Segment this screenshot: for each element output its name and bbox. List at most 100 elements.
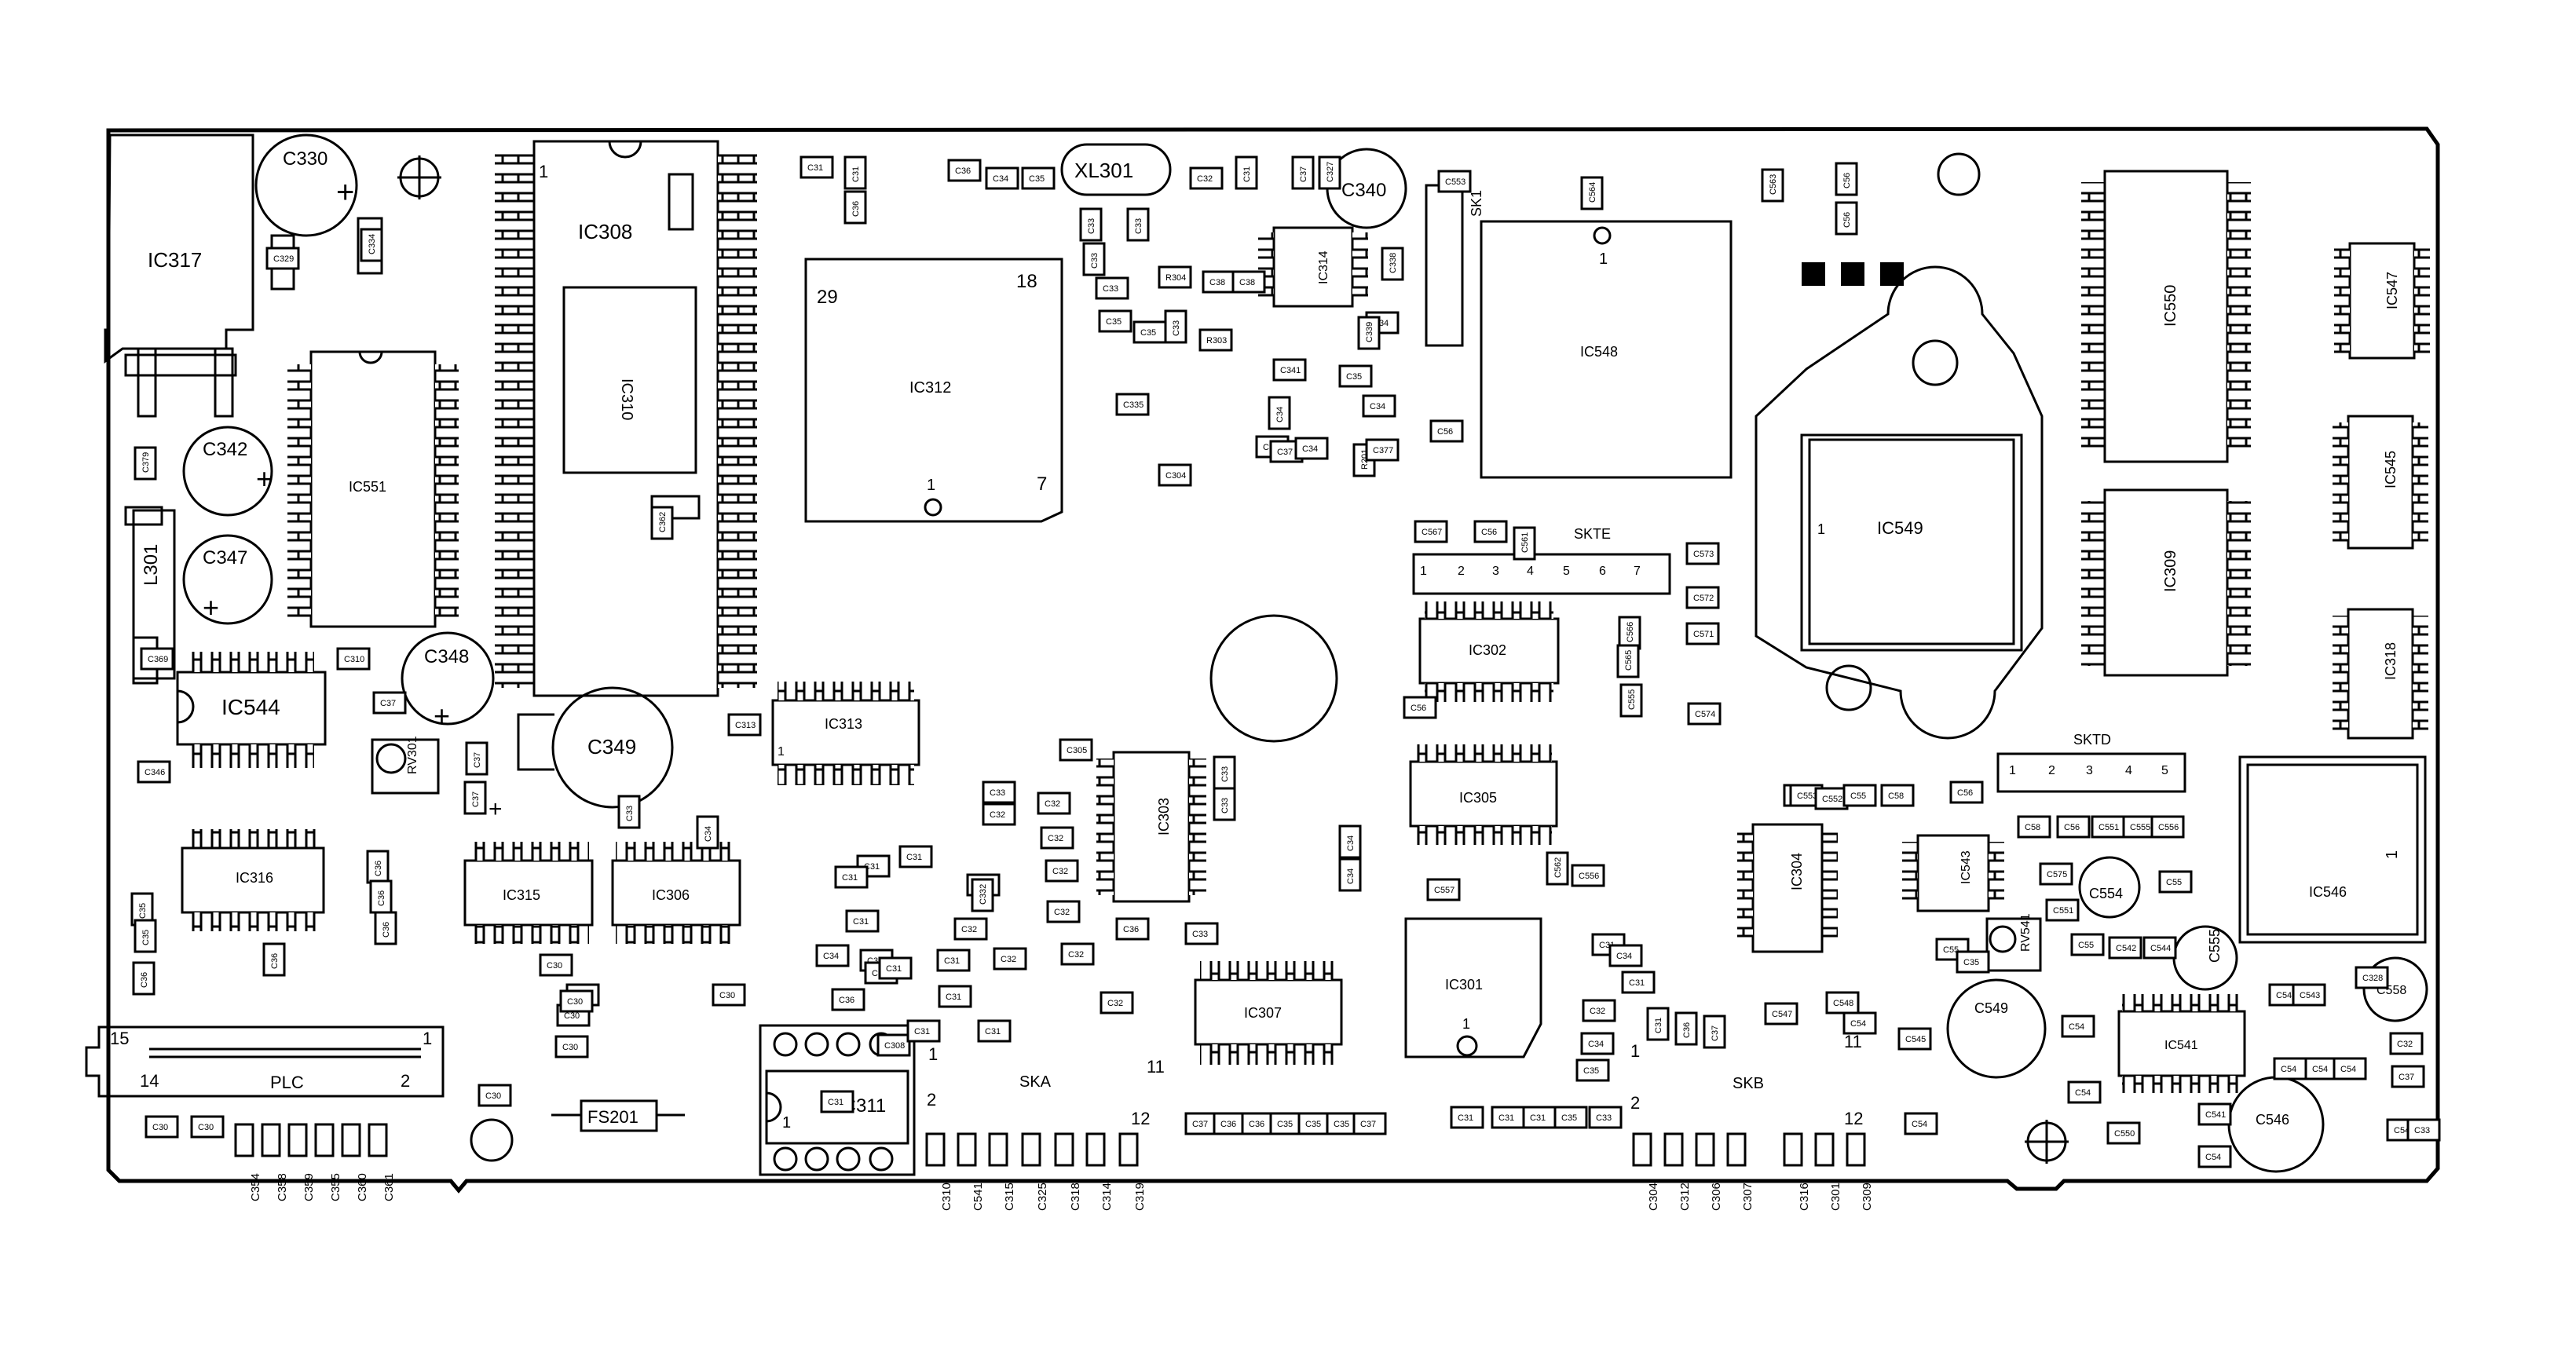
small-part-label: C30 — [567, 997, 583, 1007]
small-part-166: C30 — [712, 983, 746, 1007]
small-part-185: C31 — [1235, 155, 1258, 190]
small-part-label: C37 — [473, 752, 482, 768]
small-part-label: C32 — [1045, 799, 1060, 809]
svg-text:3: 3 — [1492, 565, 1499, 578]
connector-plc: 15 1 14 2 PLC — [85, 1025, 445, 1098]
svg-text:IC548: IC548 — [1580, 344, 1618, 360]
small-part-165: C30 — [539, 953, 573, 977]
small-part-label: C56 — [1437, 427, 1453, 437]
small-part-133: C575 — [2039, 862, 2073, 886]
small-part-77: C33 — [1213, 787, 1236, 821]
svg-text:IC549: IC549 — [1877, 518, 1923, 538]
small-part-42: C304 — [1158, 463, 1192, 487]
svg-text:PLC: PLC — [270, 1073, 304, 1092]
small-part-label: C308 — [884, 1041, 905, 1051]
small-part-label: C54 — [1912, 1120, 1927, 1129]
small-part-49: C37 — [465, 741, 488, 776]
small-part-40: C334 — [360, 228, 383, 262]
capacitor-c555: C555 — [2172, 925, 2238, 991]
svg-text:IC314: IC314 — [1317, 250, 1330, 284]
svg-text:IC313: IC313 — [825, 716, 862, 732]
small-part-label: C36 — [270, 953, 280, 969]
small-part-label: C32 — [1048, 834, 1063, 843]
small-part-93: C31 — [834, 865, 869, 889]
small-part-label: C33 — [1596, 1113, 1612, 1123]
small-part-183: C35 — [1021, 166, 1056, 190]
small-part-label: C30 — [562, 1043, 578, 1052]
small-part-52: C36 — [366, 850, 390, 884]
small-part-label: C33 — [1134, 218, 1143, 234]
small-part-67: C566 — [1618, 616, 1641, 650]
svg-text:C555: C555 — [2207, 929, 2223, 963]
small-part-161: C33 — [982, 781, 1016, 804]
svg-text:5: 5 — [1563, 565, 1570, 578]
svg-text:C315: C315 — [1003, 1183, 1016, 1211]
small-part-label: C551 — [2098, 823, 2119, 832]
small-part-label: C34 — [1588, 1040, 1604, 1049]
small-part-62: C561 — [1513, 526, 1536, 561]
small-part-139: C542 — [2108, 936, 2142, 960]
small-part-label: C36 — [140, 972, 149, 988]
bottom-cap-row-mid: C310 C541 C315 C325 C318 C314 C319 — [925, 1132, 1147, 1211]
small-part-21: C35 — [1132, 320, 1167, 344]
small-part-label: C54 — [2075, 1088, 2091, 1098]
svg-text:SKA: SKA — [1019, 1073, 1052, 1091]
small-part-184: C32 — [1189, 166, 1224, 190]
large-hole — [1209, 614, 1338, 743]
ic305: IC305 — [1409, 744, 1558, 845]
small-part-label: C556 — [2158, 823, 2179, 832]
svg-text:C307: C307 — [1741, 1183, 1755, 1211]
small-part-178: C31 — [800, 155, 834, 179]
small-part-label: C572 — [1693, 594, 1714, 603]
svg-text:C309: C309 — [1861, 1183, 1874, 1211]
svg-text:C355: C355 — [329, 1173, 342, 1201]
small-part-106: C31 — [1621, 971, 1656, 994]
small-part-label: C54 — [2394, 1126, 2410, 1135]
small-part-label: C31 — [944, 956, 960, 966]
svg-text:4: 4 — [1527, 565, 1534, 578]
small-part-35: C564 — [1580, 176, 1604, 210]
svg-text:C546: C546 — [2256, 1112, 2289, 1128]
svg-text:IC544: IC544 — [221, 695, 280, 719]
small-part-70: C56 — [1403, 696, 1437, 719]
small-part-61: C56 — [1473, 520, 1508, 543]
marker-square-1 — [1802, 262, 1825, 286]
small-part-164: C308 — [876, 1033, 911, 1057]
small-part-124: C552 — [1814, 787, 1849, 810]
svg-text:IC301: IC301 — [1445, 977, 1483, 993]
svg-text:C340: C340 — [1341, 180, 1386, 201]
small-part-label: C34 — [1346, 868, 1356, 884]
small-part-80: C34 — [1338, 857, 1362, 892]
small-part-label: C31 — [1530, 1113, 1546, 1123]
small-part-label: C37 — [1360, 1120, 1376, 1129]
svg-text:IC309: IC309 — [2162, 550, 2179, 592]
small-part-126: C58 — [1880, 784, 1915, 807]
svg-text:2: 2 — [1630, 1093, 1640, 1113]
small-part-145: C54 — [1842, 1011, 1877, 1035]
small-part-label: C305 — [1067, 746, 1087, 755]
small-part-label: C553 — [1445, 177, 1465, 187]
svg-text:1: 1 — [778, 745, 785, 759]
svg-text:1: 1 — [1599, 250, 1608, 268]
small-part-label: C58 — [1888, 791, 1904, 801]
svg-text:5: 5 — [2161, 764, 2168, 777]
svg-text:IC316: IC316 — [236, 870, 273, 886]
small-part-76: C33 — [1213, 755, 1236, 790]
small-part-153: C54 — [2273, 1057, 2307, 1080]
small-part-168: C30 — [554, 1035, 589, 1058]
small-part-110: C37 — [1184, 1112, 1219, 1135]
small-part-label: C564 — [1588, 182, 1597, 203]
svg-text:1: 1 — [782, 1114, 791, 1131]
svg-text:IC308: IC308 — [578, 220, 632, 243]
svg-text:12: 12 — [1844, 1109, 1863, 1128]
svg-text:IC550: IC550 — [2162, 285, 2179, 327]
small-part-label: C56 — [2064, 823, 2080, 832]
svg-text:1: 1 — [423, 1029, 432, 1048]
small-part-label: C35 — [1346, 372, 1362, 382]
small-part-label: C54 — [2281, 1065, 2296, 1074]
small-part-label: C304 — [1165, 471, 1186, 481]
small-part-label: C36 — [851, 201, 861, 217]
small-part-22: R303 — [1198, 328, 1233, 352]
svg-text:C549: C549 — [1974, 1000, 2008, 1016]
small-part-129: C56 — [2056, 815, 2091, 839]
